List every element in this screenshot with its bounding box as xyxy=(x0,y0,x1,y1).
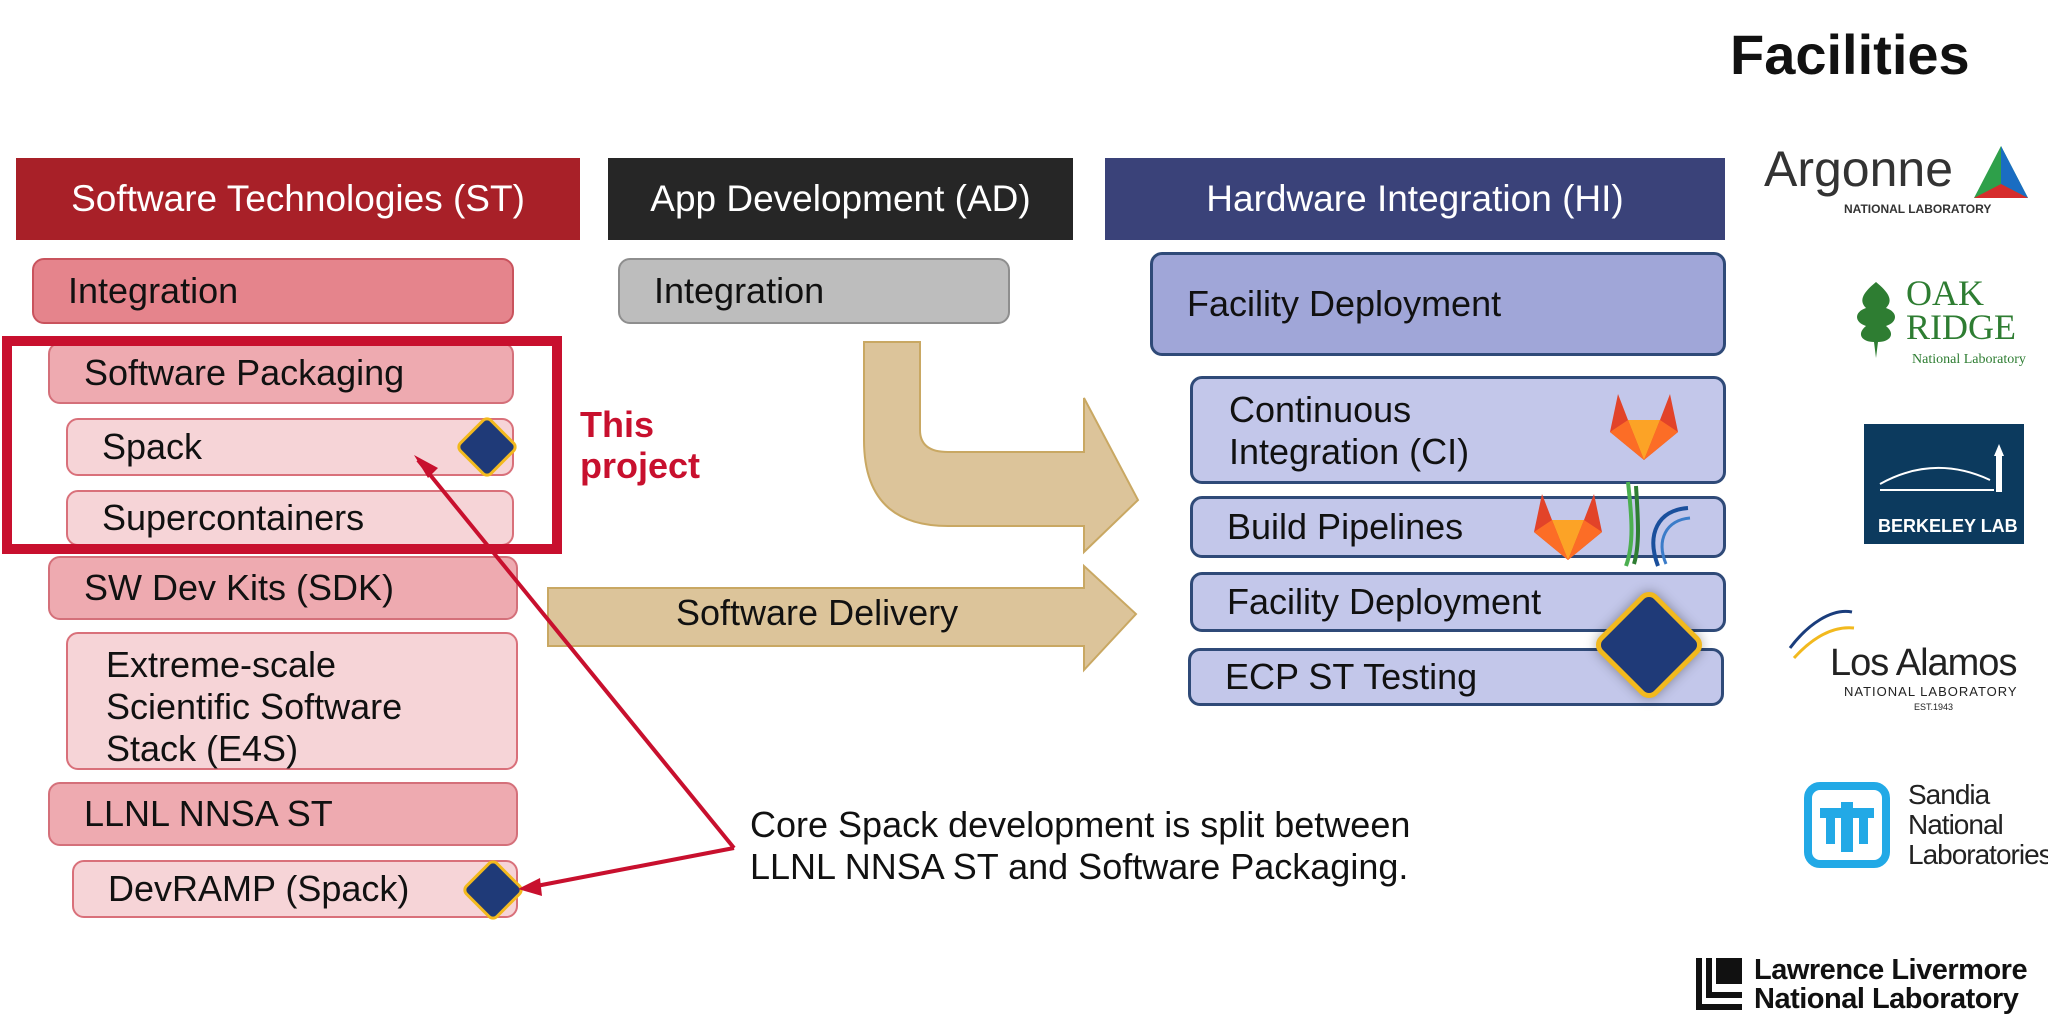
ci-label-line2: Integration (CI) xyxy=(1229,430,1470,472)
llnl-nnsa-st-box: LLNL NNSA ST xyxy=(48,782,518,846)
ci-box: Continuous Integration (CI) xyxy=(1190,376,1726,484)
core-spack-note: Core Spack development is split between … xyxy=(750,804,1410,889)
e4s-label-line2: Scientific Software xyxy=(106,685,403,727)
e4s-box: Extreme-scale Scientific Software Stack … xyxy=(66,632,518,770)
llnl-line2: National Laboratory xyxy=(1754,983,2019,1015)
ornl-line1: OAK xyxy=(1906,273,1984,313)
llnl-line1: Lawrence Livermore xyxy=(1754,954,2028,986)
sandia-line3: Laboratories xyxy=(1908,839,2048,871)
ornl-logo: OAK RIDGE National Laboratory xyxy=(1848,273,2038,372)
software-packaging-box: Software Packaging xyxy=(48,342,514,404)
this-project-label: This project xyxy=(580,404,700,487)
berkeley-lab-name: BERKELEY LAB xyxy=(1878,516,2018,536)
los-alamos-swoosh-icon xyxy=(1788,609,1855,660)
sandia-name: Sandia National Laboratories xyxy=(1908,779,2048,871)
page-title: Facilities xyxy=(1730,23,1970,86)
pipeline-swoosh-icon xyxy=(1624,481,1691,567)
ad-column-header: App Development (AD) xyxy=(608,158,1073,240)
los-alamos-logo: Los Alamos NATIONAL LABORATORY EST.1943 xyxy=(1784,600,2024,712)
st-integration-box: Integration xyxy=(32,258,514,324)
sandia-thunderbird-icon xyxy=(1804,782,1890,868)
this-project-line2: project xyxy=(580,445,701,487)
los-alamos-est: EST.1943 xyxy=(1914,702,1954,712)
software-packaging-label: Software Packaging xyxy=(84,352,405,394)
llnl-logo: Lawrence Livermore National Laboratory xyxy=(1694,954,2044,1014)
software-delivery-label: Software Delivery xyxy=(676,592,959,633)
curved-arrow-ad-to-hi xyxy=(863,341,1140,555)
argonne-sub: NATIONAL LABORATORY xyxy=(1844,202,1992,216)
e4s-label-line1: Extreme-scale xyxy=(106,644,337,685)
ad-integration-box: Integration xyxy=(618,258,1010,324)
ornl-sub: National Laboratory xyxy=(1912,352,2026,367)
st-column-header: Software Technologies (ST) xyxy=(16,158,580,240)
supercontainers-label: Supercontainers xyxy=(102,497,365,539)
devramp-box: DevRAMP (Spack) xyxy=(72,857,526,923)
ad-integration-label: Integration xyxy=(654,270,825,312)
argonne-logo: Argonne NATIONAL LABORATORY xyxy=(1764,140,2044,220)
sandia-logo: Sandia National Laboratories xyxy=(1804,779,2048,876)
argonne-name: Argonne xyxy=(1764,141,1954,197)
this-project-line1: This xyxy=(580,404,655,445)
e4s-label-line3: Stack (E4S) xyxy=(106,727,299,769)
ecp-st-testing-label: ECP ST Testing xyxy=(1225,656,1478,698)
build-pipelines-label: Build Pipelines xyxy=(1227,506,1464,548)
ornl-name: OAK RIDGE xyxy=(1906,273,2016,348)
llnl-name: Lawrence Livermore National Laboratory xyxy=(1754,954,2028,1015)
sandia-line2: National xyxy=(1908,809,2004,841)
spack-label: Spack xyxy=(102,426,203,468)
los-alamos-sub: NATIONAL LABORATORY xyxy=(1844,684,2018,699)
software-delivery-arrow xyxy=(547,563,1138,673)
devramp-label: DevRAMP (Spack) xyxy=(108,868,410,910)
pointer-arrowhead-devramp xyxy=(518,878,542,896)
pointer-arrowhead-spack xyxy=(414,455,438,478)
spack-box: Spack xyxy=(66,414,520,480)
llnl-nnsa-st-label: LLNL NNSA ST xyxy=(84,793,333,835)
ecp-st-testing-box: ECP ST Testing xyxy=(1188,648,1724,706)
los-alamos-name: Los Alamos xyxy=(1830,642,2017,684)
gitlab-icon xyxy=(1610,394,1678,460)
berkeley-lab-logo: BERKELEY LAB xyxy=(1864,424,2024,544)
gitlab-icon xyxy=(1534,494,1602,560)
argonne-triangle-icon xyxy=(1974,146,2028,198)
llnl-mark-icon xyxy=(1696,958,1742,1010)
oak-leaf-icon xyxy=(1857,282,1895,358)
berkeley-building-icon xyxy=(1879,444,2004,492)
facility-deployment-label: Facility Deployment xyxy=(1227,581,1542,623)
ci-label-line1: Continuous xyxy=(1229,389,1412,430)
hi-facility-deployment-main-box: Facility Deployment xyxy=(1150,252,1726,356)
sandia-line1: Sandia xyxy=(1908,779,1990,810)
hi-facility-deployment-main-label: Facility Deployment xyxy=(1187,283,1502,325)
st-integration-label: Integration xyxy=(68,270,239,312)
hi-column-header: Hardware Integration (HI) xyxy=(1105,158,1725,240)
sdk-box: SW Dev Kits (SDK) xyxy=(48,556,518,620)
note-line2: LLNL NNSA ST and Software Packaging. xyxy=(750,846,1409,888)
this-project-highlight xyxy=(2,336,562,554)
ornl-line2: RIDGE xyxy=(1906,307,2016,348)
sdk-label: SW Dev Kits (SDK) xyxy=(84,567,395,609)
pointer-line-to-devramp xyxy=(525,846,735,890)
pointer-line-to-spack xyxy=(416,458,736,850)
note-line1: Core Spack development is split between xyxy=(750,804,1411,845)
